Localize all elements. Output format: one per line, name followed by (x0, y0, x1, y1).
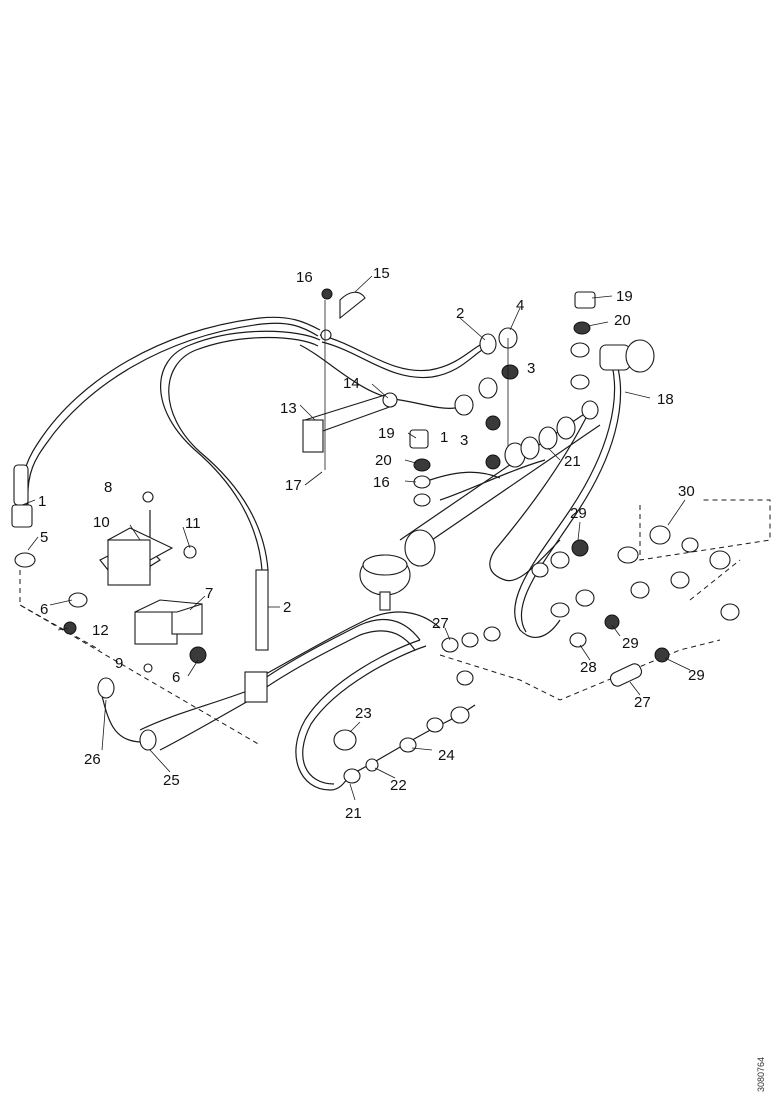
callout-12: 12 (92, 622, 109, 639)
callout-19b: 19 (378, 425, 395, 442)
callout-22: 22 (390, 777, 407, 794)
callout-29c: 29 (688, 667, 705, 684)
callout-8: 8 (104, 479, 112, 496)
callout-29a: 29 (570, 505, 587, 522)
callout-4: 4 (516, 297, 524, 314)
component-shapes (11, 288, 740, 784)
callout-27a: 27 (432, 615, 449, 632)
callout-21a: 21 (564, 453, 581, 470)
callout-20b: 20 (375, 452, 392, 469)
callout-16b: 16 (373, 474, 390, 491)
callout-29b: 29 (622, 635, 639, 652)
callout-20a: 20 (614, 312, 631, 329)
callout-11: 11 (185, 515, 201, 532)
callout-30: 30 (678, 483, 695, 500)
callout-10: 10 (93, 514, 110, 531)
callout-17: 17 (285, 477, 302, 494)
callout-24: 24 (438, 747, 455, 764)
routing-dashed-lines (19, 499, 771, 746)
callout-16a: 16 (296, 269, 313, 286)
callout-1a: 1 (38, 493, 46, 510)
leader-lines (21, 275, 691, 801)
callout-13: 13 (280, 400, 297, 417)
callout-28: 28 (580, 659, 597, 676)
callout-25: 25 (163, 772, 180, 789)
callout-9: 9 (115, 655, 123, 672)
callout-26: 26 (84, 751, 101, 768)
callout-7: 7 (205, 585, 213, 602)
callout-labels: 1 1 2 2 3 3 4 5 6 6 7 8 9 10 11 12 13 14… (38, 265, 705, 822)
callout-21b: 21 (345, 805, 362, 822)
callout-27b: 27 (634, 694, 651, 711)
callout-5: 5 (40, 529, 48, 546)
callout-18: 18 (657, 391, 674, 408)
callout-3b: 3 (460, 432, 468, 449)
callout-23: 23 (355, 705, 372, 722)
valve-block-7 (134, 611, 178, 645)
callout-1b: 1 (440, 429, 448, 446)
callout-2b: 2 (283, 599, 291, 616)
callout-15: 15 (373, 265, 390, 282)
callout-6b: 6 (172, 669, 180, 686)
reference-code: 3080764 (756, 1057, 766, 1092)
callout-6a: 6 (40, 601, 48, 618)
callout-14: 14 (343, 375, 360, 392)
callout-2a: 2 (456, 305, 464, 322)
callout-19a: 19 (616, 288, 633, 305)
callout-3a: 3 (527, 360, 535, 377)
